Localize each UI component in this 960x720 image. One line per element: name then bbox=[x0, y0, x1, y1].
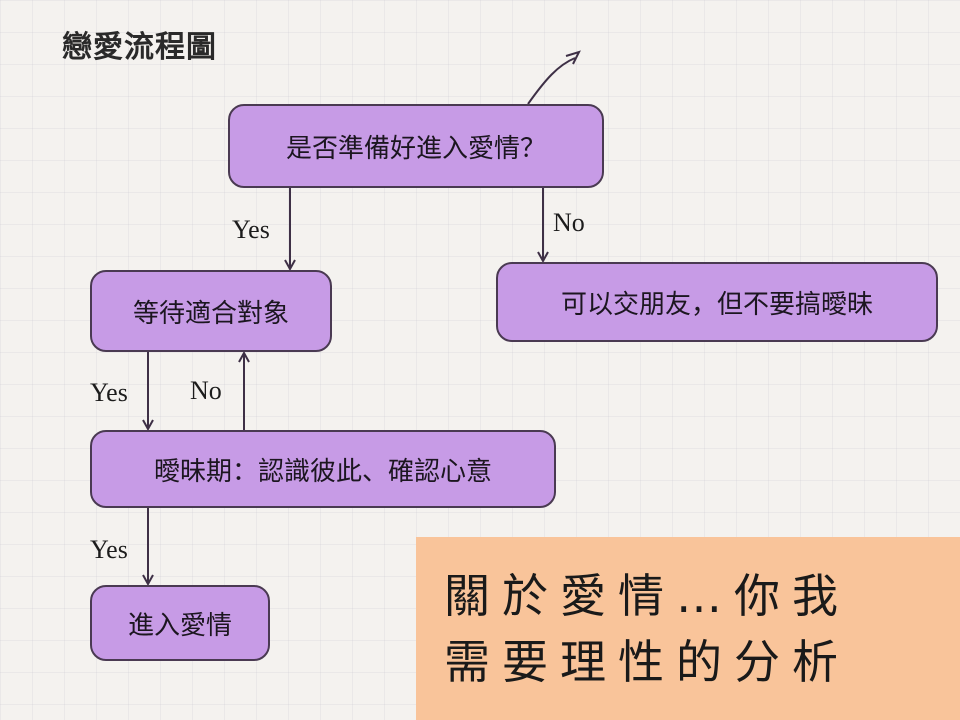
note-line-1: 關於愛情…你我 bbox=[444, 569, 850, 623]
node-wait-for-match: 等待適合對象 bbox=[90, 270, 332, 352]
handwritten-note: 關於愛情…你我 需要理性的分析 bbox=[416, 537, 960, 720]
node-ambiguous-period: 曖昧期：認識彼此、確認心意 bbox=[90, 430, 556, 508]
note-line-2: 需要理性的分析 bbox=[444, 635, 850, 689]
edge-label-ambiguous-no: No bbox=[190, 376, 222, 405]
hand-drawn-stroke bbox=[527, 50, 581, 105]
edge-label-ambiguous-yes: Yes bbox=[90, 535, 128, 564]
edge-label-wait-yes: Yes bbox=[90, 378, 128, 407]
edge-label-ready-no: No bbox=[553, 208, 585, 237]
node-friends-only: 可以交朋友，但不要搞曖昧 bbox=[496, 262, 938, 342]
node-ready-for-love: 是否準備好進入愛情？ bbox=[228, 104, 604, 188]
diagram-title: 戀愛流程圖 bbox=[62, 30, 217, 65]
edge-label-ready-yes: Yes bbox=[232, 215, 270, 244]
node-enter-love: 進入愛情 bbox=[90, 585, 270, 661]
